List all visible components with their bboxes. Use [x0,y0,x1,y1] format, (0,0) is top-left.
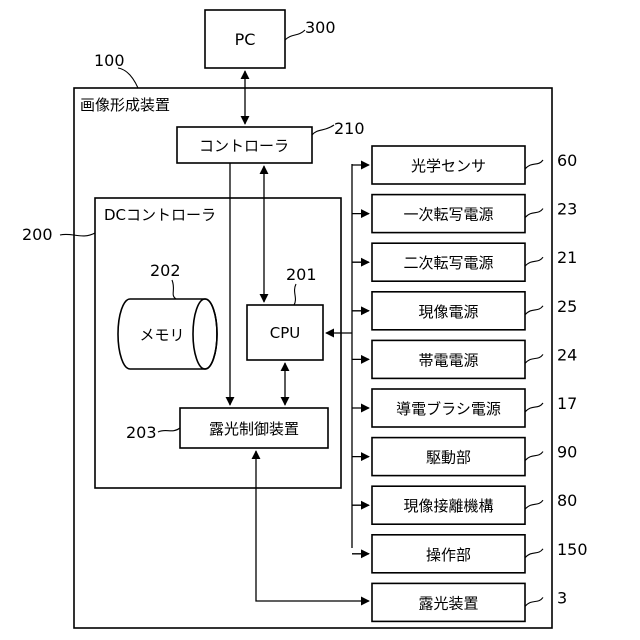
ref-100: 100 [94,51,125,70]
secondary-transfer-power-label: 二次転写電源 [403,254,493,272]
ref-optical-sensor: 60 [557,151,577,170]
ref-drive-unit-leader [525,452,543,461]
ref-exposure-device: 3 [557,588,567,607]
memory-label: メモリ [139,326,184,344]
ref-202-leader [172,280,176,299]
charging-power-label: 帯電電源 [418,351,478,369]
pc-label: PC [235,30,256,49]
ref-201: 201 [286,265,317,284]
ref-203-leader [158,428,180,432]
ref-secondary-transfer-power-leader [525,257,543,266]
development-power-label: 現像電源 [418,303,478,321]
ref-conductive-brush-power: 17 [557,394,577,413]
ref-202: 202 [150,261,181,280]
primary-transfer-power-label: 一次転写電源 [403,206,493,224]
ref-210-leader [312,125,334,135]
ref-optical-sensor-leader [525,160,543,169]
exposure-control-label: 露光制御装置 [209,420,299,438]
ref-300: 300 [305,18,336,37]
ref-300-leader [285,30,305,40]
ref-development-power: 25 [557,297,577,316]
ref-operation-unit: 150 [557,540,588,559]
dc-controller-label: DCコントローラ [104,206,216,224]
ref-100-leader [118,68,138,88]
optical-sensor-label: 光学センサ [411,157,486,175]
ref-200: 200 [22,225,53,244]
image-forming-apparatus-label: 画像形成装置 [80,96,170,114]
ref-primary-transfer-power: 23 [557,200,577,219]
ref-200-leader [60,233,95,236]
ref-201-leader [294,284,296,305]
ref-development-contact-mechanism-leader [525,500,543,509]
operation-unit-label: 操作部 [426,546,471,564]
drive-unit-label: 駆動部 [426,449,471,467]
ref-development-contact-mechanism: 80 [557,491,577,510]
ref-charging-power: 24 [557,345,577,364]
ref-secondary-transfer-power: 21 [557,248,577,267]
ref-exposure-device-leader [525,597,543,606]
conductive-brush-power-label: 導電ブラシ電源 [396,400,501,418]
ref-210: 210 [334,119,365,138]
ref-primary-transfer-power-leader [525,209,543,218]
controller-label: コントローラ [199,137,289,155]
ref-203: 203 [126,423,157,442]
ref-charging-power-leader [525,354,543,363]
development-contact-mechanism-label: 現像接離機構 [403,497,493,515]
ref-development-power-leader [525,306,543,315]
cpu-label: CPU [270,324,301,342]
ref-conductive-brush-power-leader [525,403,543,412]
ref-operation-unit-leader [525,549,543,558]
exposure-device-label: 露光装置 [418,594,478,612]
ref-drive-unit: 90 [557,443,577,462]
